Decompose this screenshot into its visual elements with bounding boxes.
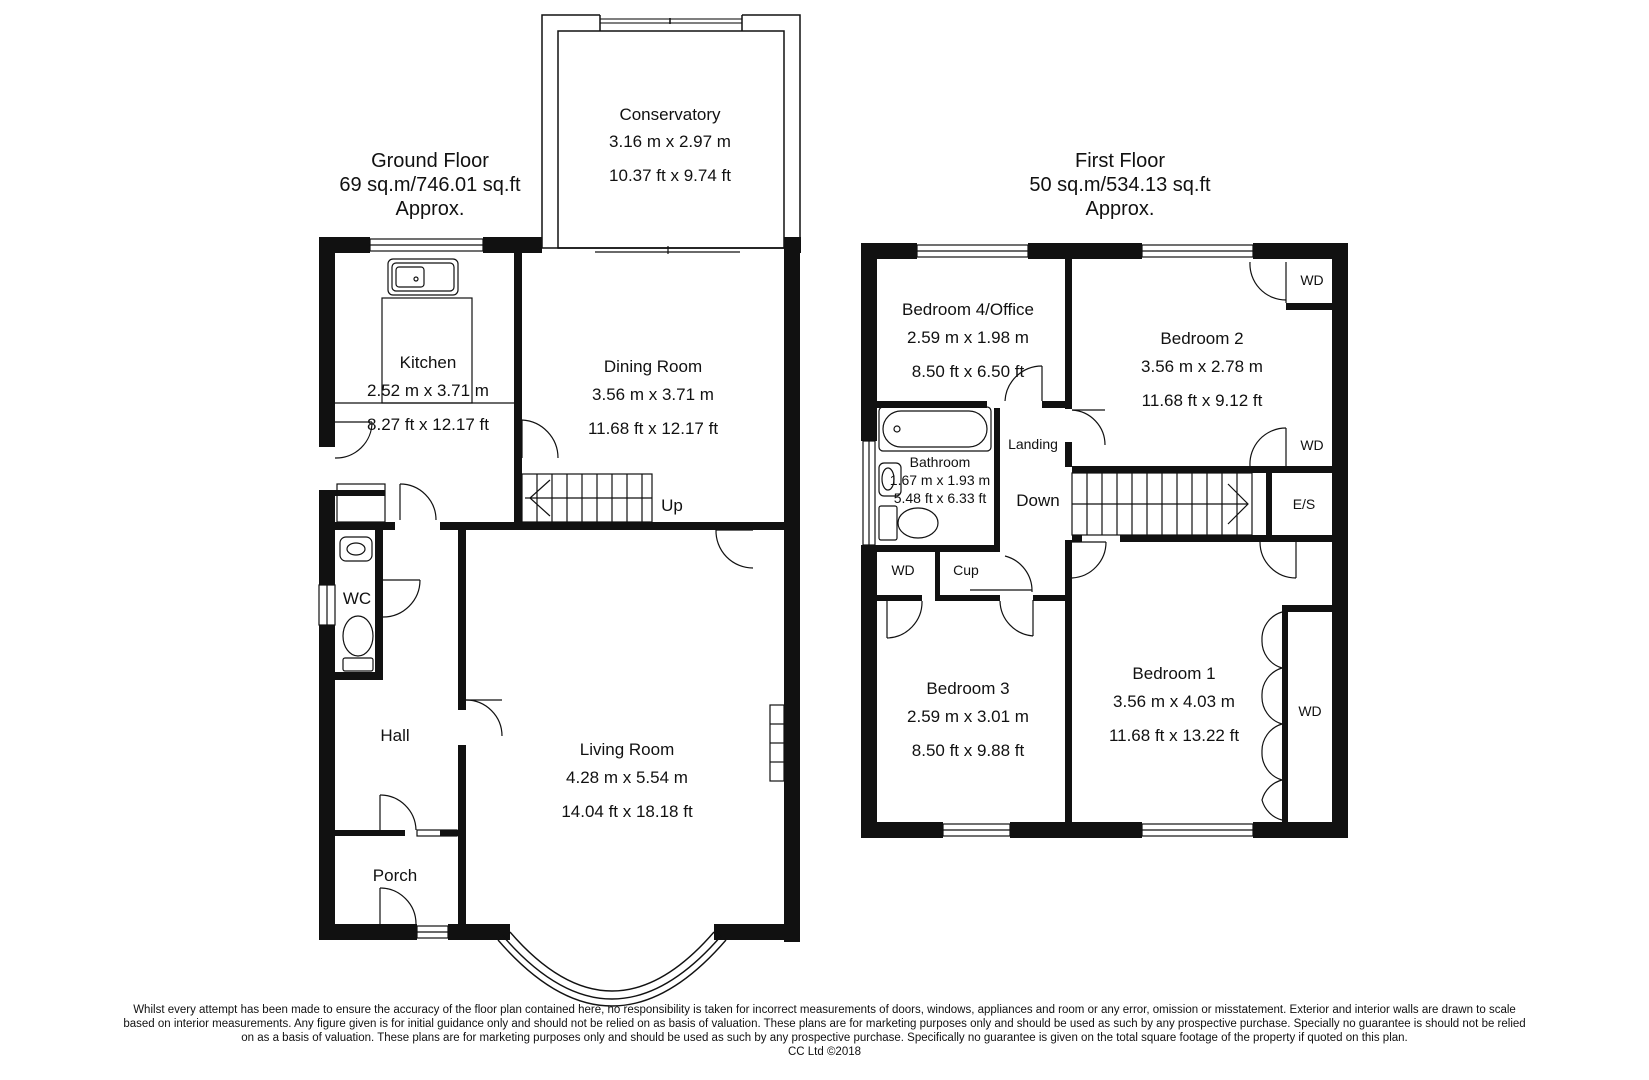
bathroom-metric: 1.67 m x 1.93 m [890,472,990,488]
ground-floor-approx: Approx. [396,198,465,220]
disclaimer-line-2: based on interior measurements. Any figu… [123,1018,1526,1030]
wc-fittings [339,536,374,672]
bedroom1-imperial: 11.68 ft x 13.22 ft [1109,726,1239,745]
conservatory-imperial: 10.37 ft x 9.74 ft [609,166,731,185]
wc-name: WC [343,589,371,608]
conservatory-doors [558,246,784,254]
bedroom4-imperial: 8.50 ft x 6.50 ft [912,362,1025,381]
bedroom1-wd: WD [1298,703,1321,719]
stairs-down-label: Down [1016,491,1059,510]
ground-doors [334,419,754,925]
kitchen-imperial: 8.27 ft x 12.17 ft [367,415,489,434]
ground-floor-area: 69 sq.m/746.01 sq.ft [339,174,521,196]
bedroom1-metric: 3.56 m x 4.03 m [1113,692,1235,711]
first-floor-approx: Approx. [1086,198,1155,220]
bedroom2-imperial: 11.68 ft x 9.12 ft [1142,391,1263,410]
dining-metric: 3.56 m x 3.71 m [592,385,714,404]
bedroom2-wd-bottom: WD [1300,437,1323,453]
first-floor-area: 50 sq.m/534.13 sq.ft [1029,174,1211,196]
bedroom2-wd-top: WD [1300,272,1323,288]
living-imperial: 14.04 ft x 18.18 ft [561,802,693,821]
bedroom3-wd: WD [891,562,914,578]
porch-windows [416,829,458,939]
kitchen-window [369,238,484,252]
first-floor-windows [862,244,1254,837]
conservatory-name: Conservatory [619,105,721,124]
bathroom-imperial: 5.48 ft x 6.33 ft [894,490,987,506]
kitchen-units [335,258,514,523]
bedroom3-metric: 2.59 m x 3.01 m [907,707,1029,726]
first-floor-doors [886,261,1297,821]
bedroom1-name: Bedroom 1 [1132,664,1215,683]
bay-window [497,931,727,1007]
ground-floor-plan: Ground Floor 69 sq.m/746.01 sq.ft Approx… [318,13,801,1007]
porch-name: Porch [373,866,417,885]
ground-interior-walls [335,253,784,925]
bedroom3-name: Bedroom 3 [926,679,1009,698]
dining-imperial: 11.68 ft x 12.17 ft [588,419,718,438]
disclaimer: Whilst every attempt has been made to en… [20,1003,1629,1059]
bathroom-fittings [878,406,992,541]
first-floor-title: First Floor [1075,150,1165,172]
es-label: E/S [1293,496,1316,512]
first-interior-walls [877,259,1332,822]
kitchen-name: Kitchen [400,353,457,372]
hall-name: Hall [380,726,409,745]
ground-exterior-walls [319,237,801,942]
cupboard-label: Cup [953,562,979,578]
ground-floor-title: Ground Floor [371,150,489,172]
bedroom3-imperial: 8.50 ft x 9.88 ft [912,741,1025,760]
first-exterior-walls [861,243,1348,838]
bedroom4-metric: 2.59 m x 1.98 m [907,328,1029,347]
landing-name: Landing [1008,436,1058,452]
disclaimer-line-3: on as a basis of valuation. These plans … [241,1032,1408,1044]
wc-window [318,584,336,626]
dining-name: Dining Room [604,357,702,376]
conservatory-metric: 3.16 m x 2.97 m [609,132,731,151]
bedroom2-metric: 3.56 m x 2.78 m [1141,357,1263,376]
bathroom-name: Bathroom [910,454,971,470]
living-metric: 4.28 m x 5.54 m [566,768,688,787]
first-stairs [1071,472,1253,536]
bedroom2-name: Bedroom 2 [1160,329,1243,348]
stairs-up-label: Up [661,496,683,515]
first-floor-plan: First Floor 50 sq.m/534.13 sq.ft Approx.… [861,150,1348,838]
copyright: CC Ltd ©2018 [787,1046,862,1058]
disclaimer-line-1: Whilst every attempt has been made to en… [133,1004,1516,1016]
ground-stairs [521,473,653,523]
kitchen-metric: 2.52 m x 3.71 m [367,381,489,400]
fireplace [769,704,785,782]
living-name: Living Room [580,740,675,759]
bedroom4-name: Bedroom 4/Office [902,300,1034,319]
